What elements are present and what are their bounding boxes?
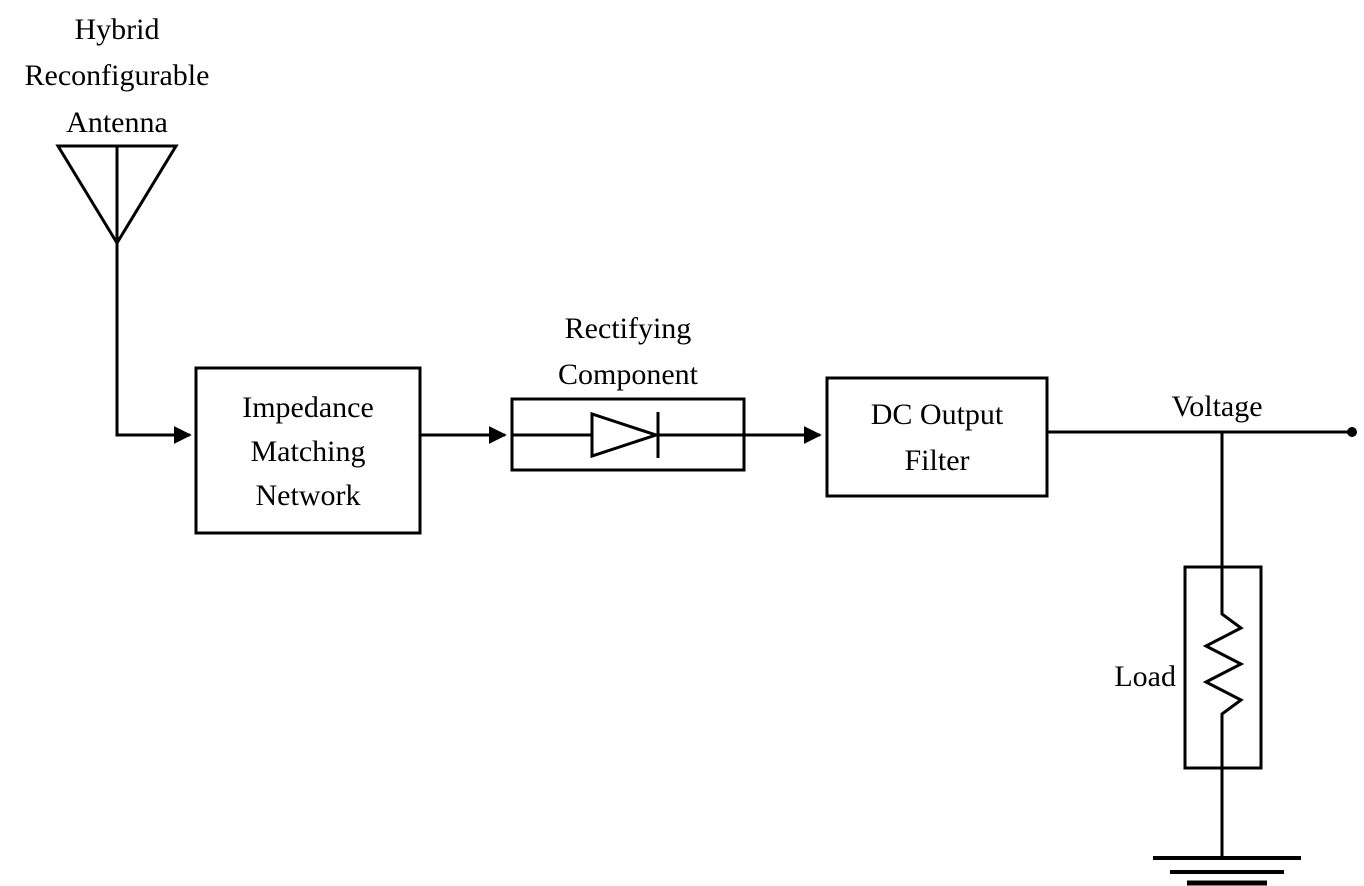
antenna-icon xyxy=(55,144,179,246)
rectifier-label-line-2: Component xyxy=(558,358,699,391)
resistor-icon xyxy=(1202,567,1245,768)
dc-filter-label-line-1: DC Output xyxy=(871,398,1004,431)
load-block xyxy=(1183,565,1263,770)
antenna-label-line-1: Hybrid xyxy=(75,13,160,46)
diode-icon xyxy=(590,411,661,459)
dc-output-filter-box xyxy=(825,376,1049,498)
voltage-label: Voltage xyxy=(1171,390,1262,423)
impedance-matching-block: Impedance Matching Network xyxy=(194,366,422,535)
impedance-label-line-1: Impedance xyxy=(242,391,374,424)
load-label: Load xyxy=(1114,660,1176,693)
impedance-matching-box xyxy=(194,366,422,535)
rectifier-label: Rectifying Component xyxy=(558,312,699,391)
ground-icon xyxy=(1153,856,1301,886)
impedance-label-line-2: Matching xyxy=(251,435,366,468)
impedance-label-line-3: Network xyxy=(256,479,361,512)
antenna-label-line-3: Antenna xyxy=(66,106,168,139)
antenna-label: Hybrid Reconfigurable Antenna xyxy=(25,13,210,139)
output-terminal xyxy=(1347,427,1357,437)
antenna-feed-wire xyxy=(115,243,192,444)
dc-filter-label-line-2: Filter xyxy=(905,444,970,477)
rectifier-block xyxy=(510,397,746,472)
rectifier-label-line-1: Rectifying xyxy=(565,312,692,345)
dc-output-filter-block: DC Output Filter xyxy=(825,376,1049,498)
antenna-label-line-2: Reconfigurable xyxy=(25,59,210,92)
